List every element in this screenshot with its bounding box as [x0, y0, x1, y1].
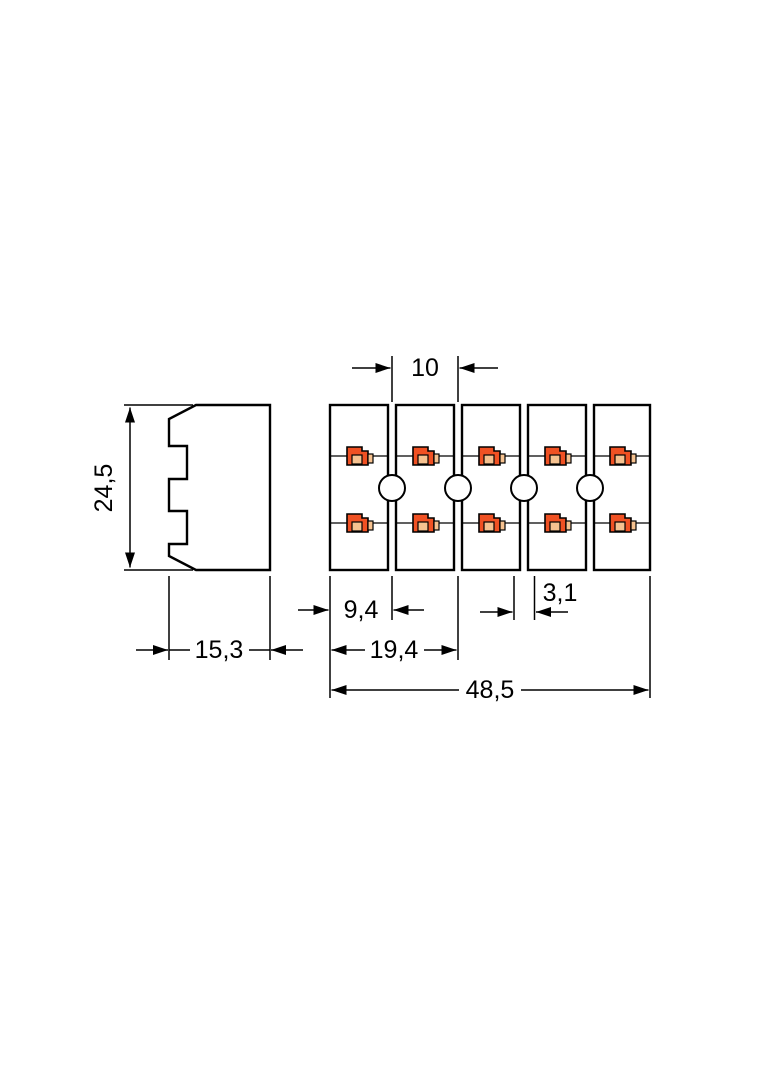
dim-depth: 15,3 — [136, 576, 303, 664]
front-view — [328, 403, 652, 572]
dim-height-label: 24,5 — [90, 464, 118, 513]
dim-pole-offset-2: 19,4 — [331, 576, 459, 664]
dim-total-length: 48,5 — [331, 676, 649, 704]
dim-pole-offset-1-label: 9,4 — [344, 596, 379, 624]
separation-hole — [576, 474, 604, 502]
dim-pole-offset-2-label: 19,4 — [370, 636, 419, 664]
dim-pole-pitch: 10 — [352, 354, 498, 402]
dim-slot-width: 3,1 — [480, 576, 577, 620]
dim-pole-pitch-label: 10 — [411, 354, 439, 382]
dim-depth-label: 15,3 — [195, 636, 244, 664]
dim-slot-width-label: 3,1 — [543, 579, 578, 607]
dim-total-length-label: 48,5 — [466, 676, 515, 704]
dim-pole-offset-1: 9,4 — [298, 576, 424, 624]
side-view-outline — [167, 403, 272, 572]
front-view-extension-lines — [329, 576, 651, 698]
dim-height: 24,5 — [90, 404, 193, 571]
side-view — [167, 403, 272, 572]
separation-hole — [510, 474, 538, 502]
label-backdrop — [190, 637, 249, 663]
separation-hole — [378, 474, 406, 502]
separation-hole — [444, 474, 472, 502]
label-backdrop — [459, 677, 521, 703]
label-backdrop — [365, 637, 424, 663]
